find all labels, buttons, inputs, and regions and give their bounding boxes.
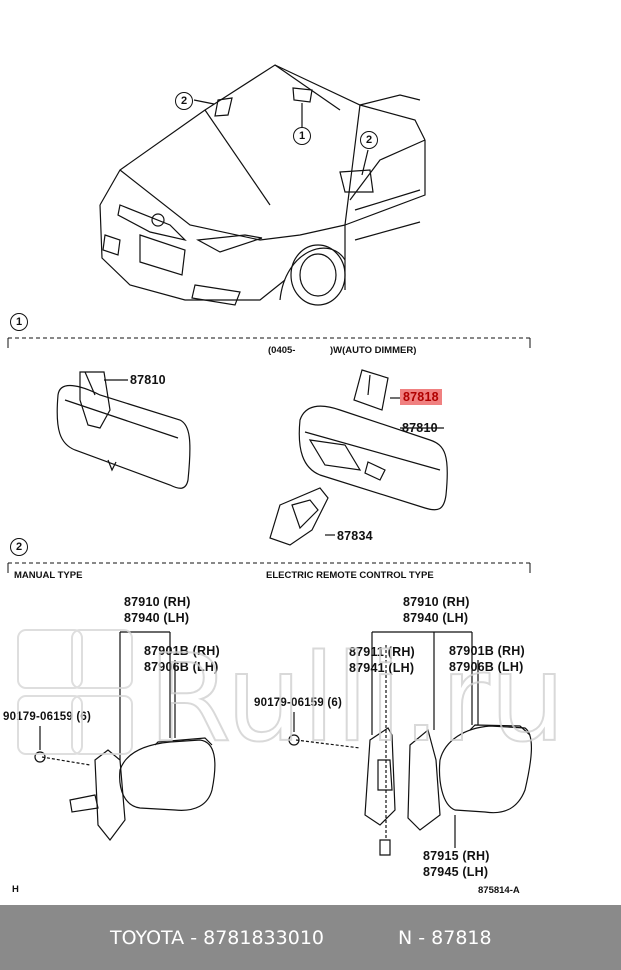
- part-label-87911-electric[interactable]: 87911 (RH): [349, 645, 415, 659]
- section2-header-manual: MANUAL TYPE: [14, 570, 83, 581]
- part-label-87901b-electric[interactable]: 87901B (RH): [449, 644, 525, 658]
- callout-1-section: 1: [10, 313, 28, 331]
- footer-part-number: TOYOTA - 8781833010: [110, 926, 324, 949]
- part-label-87910-electric[interactable]: 87910 (RH): [403, 595, 470, 609]
- part-label-screw-electric[interactable]: 90179-06159 (6): [254, 697, 343, 709]
- part-label-screw-manual[interactable]: 90179-06159 (6): [3, 711, 92, 723]
- bottom-left-marker: H: [12, 884, 19, 895]
- part-label-87910-manual[interactable]: 87910 (RH): [124, 595, 191, 609]
- part-label-87901b-manual[interactable]: 87901B (RH): [144, 644, 220, 658]
- parts-diagram: 2 1 2 1 2 (0405- )W(AUTO DIMMER) 87810 8…: [3, 64, 533, 896]
- part-label-87906b-manual[interactable]: 87906B (LH): [144, 660, 219, 674]
- part-label-87940-electric[interactable]: 87940 (LH): [403, 611, 469, 625]
- diagram-drawing: [7, 64, 533, 856]
- callout-2-top: 2: [175, 92, 193, 110]
- part-label-87810-left[interactable]: 87810: [130, 373, 166, 387]
- footer-bar: TOYOTA - 8781833010 N - 87818: [0, 905, 621, 970]
- callout-1-top: 1: [293, 127, 311, 145]
- part-label-87818-highlighted[interactable]: 87818: [400, 389, 442, 405]
- part-label-87945-electric[interactable]: 87945 (LH): [423, 865, 489, 879]
- callout-2-section: 2: [10, 538, 28, 556]
- part-label-87906b-electric[interactable]: 87906B (LH): [449, 660, 524, 674]
- part-label-87834[interactable]: 87834: [337, 529, 373, 543]
- section1-header-date: (0405-: [268, 345, 296, 356]
- footer-reference: N - 87818: [398, 926, 492, 949]
- figure-id: 875814-A: [478, 885, 520, 896]
- part-label-87810-right[interactable]: 87810: [402, 421, 438, 435]
- part-label-87941-electric[interactable]: 87941 (LH): [349, 661, 415, 675]
- part-label-87940-manual[interactable]: 87940 (LH): [124, 611, 190, 625]
- section1-header-type: )W(AUTO DIMMER): [330, 345, 417, 356]
- section2-header-electric: ELECTRIC REMOTE CONTROL TYPE: [266, 570, 434, 581]
- part-label-87915-electric[interactable]: 87915 (RH): [423, 849, 490, 863]
- callout-2-car: 2: [360, 131, 378, 149]
